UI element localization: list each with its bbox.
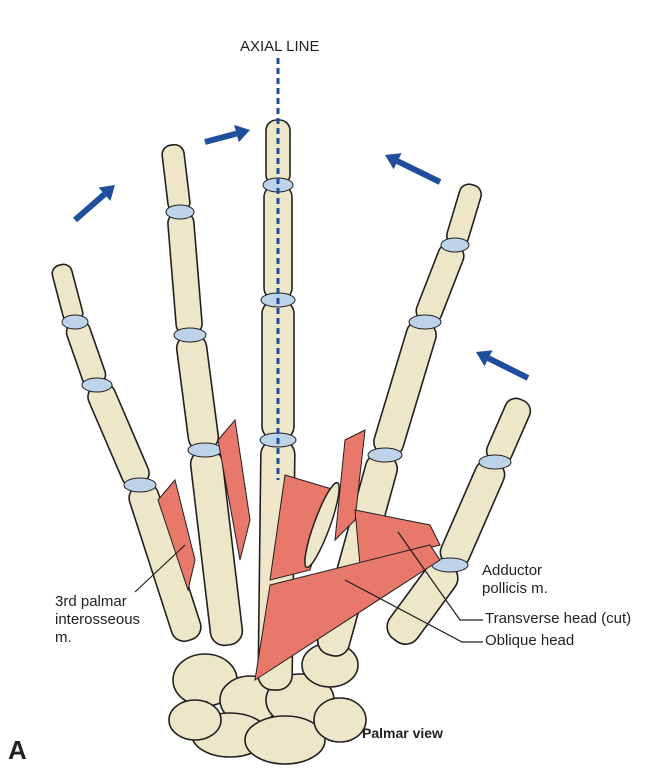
third-palmar-interosseous-muscle — [157, 478, 196, 592]
leader-line — [134, 544, 186, 593]
index-joint-cartilage — [408, 314, 442, 330]
ring-joint-cartilage — [187, 442, 223, 458]
ring-joint-cartilage — [173, 327, 207, 343]
palmar-view-label: Palmar view — [362, 725, 443, 741]
ring-joint-cartilage — [165, 204, 195, 220]
index-bone — [415, 242, 465, 325]
adductor-pollicis-label: Adductor pollicis m. — [482, 562, 548, 597]
arrow-head-icon — [98, 185, 115, 201]
little-joint-cartilage — [61, 314, 89, 330]
leader-line — [344, 579, 483, 643]
ring-bone — [167, 211, 203, 336]
arrow-head-icon — [234, 124, 250, 143]
index-bone — [373, 320, 437, 457]
carpal-bone — [313, 697, 367, 743]
arrow-head-icon — [476, 350, 493, 367]
ring-bone — [161, 143, 191, 214]
adductor-oblique-head-muscle — [254, 544, 441, 682]
cut-muscle-edge — [304, 481, 340, 569]
adductor-transverse-head-muscle — [269, 474, 336, 581]
little-bone — [87, 382, 150, 488]
movement-arrow — [204, 130, 238, 145]
carpal-bone — [244, 715, 326, 765]
leader-line — [397, 531, 483, 621]
oblique-head-label: Oblique head — [485, 632, 575, 649]
panel-letter: A — [8, 735, 27, 765]
movement-arrow — [396, 158, 442, 185]
index-joint-cartilage — [440, 237, 470, 253]
third-palmar-interosseous-label: 3rd palmar interosseous m. — [55, 593, 141, 646]
little-joint-cartilage — [123, 477, 157, 493]
movement-arrow — [487, 355, 530, 381]
little-joint-cartilage — [81, 377, 113, 393]
arrow-head-icon — [385, 153, 402, 170]
axial-line-label: AXIAL LINE — [240, 38, 320, 55]
thumb-bone — [439, 459, 506, 568]
palmar-interosseous-muscle — [334, 429, 366, 542]
ring-bone — [175, 333, 220, 452]
transverse-head-label: Transverse head (cut) — [485, 610, 632, 627]
thumb-joint-cartilage — [478, 454, 512, 470]
carpal-bone — [168, 699, 222, 741]
adductor-transverse-head-cut — [354, 509, 441, 566]
movement-arrow — [73, 191, 107, 223]
index-joint-cartilage — [367, 447, 403, 463]
palmar-interosseous-muscle — [217, 418, 251, 561]
